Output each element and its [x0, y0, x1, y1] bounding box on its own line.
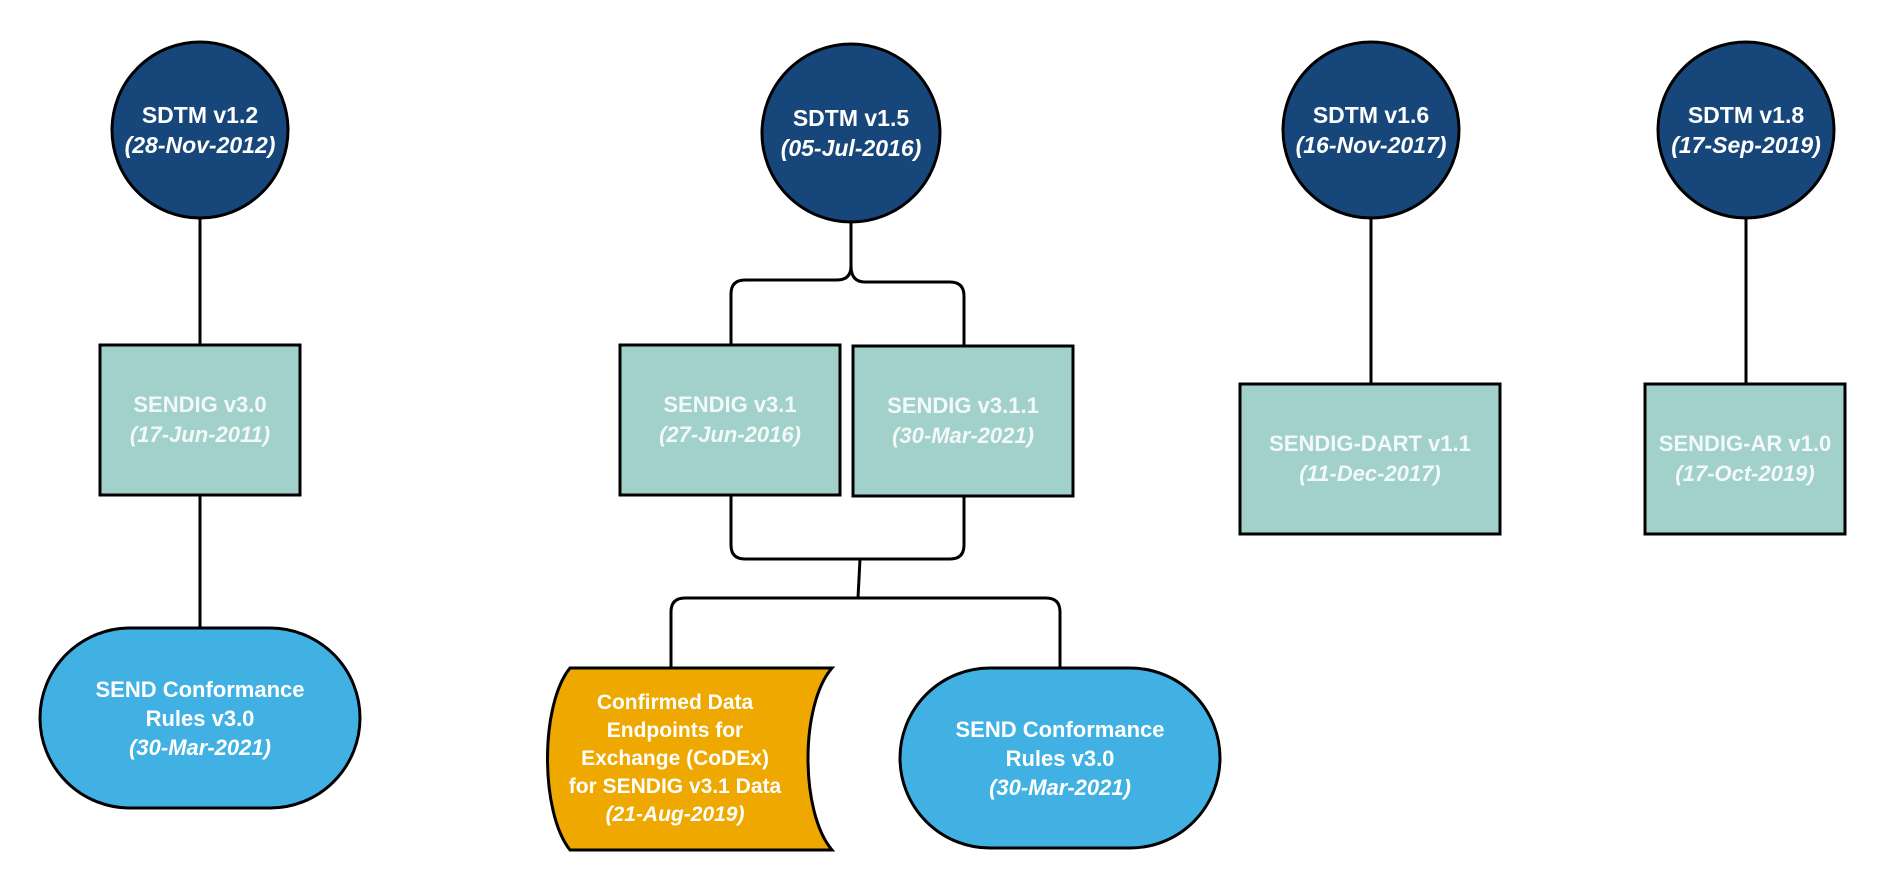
connector-join-split	[856, 558, 862, 599]
connectors	[198, 218, 1748, 668]
connector-sdtm15-sendig311	[849, 265, 966, 345]
rules-left-pill	[38, 626, 362, 810]
connector-split-outputs	[669, 596, 1062, 668]
sdtm-v1-8-circle	[1656, 40, 1836, 220]
connector-sendig-join	[729, 495, 966, 561]
sdtm-v1-5-circle	[760, 42, 942, 224]
sendig-v3-1-1-box	[851, 344, 1075, 498]
sendig-dart-box	[1238, 382, 1502, 536]
rules-mid-pill	[898, 666, 1222, 850]
sendig-ar-box	[1643, 382, 1847, 536]
sdtm-v1-6-circle	[1281, 40, 1461, 220]
sendig-v3-1-box	[618, 343, 842, 497]
codex-shape	[546, 666, 836, 852]
sendig-v3-0-box	[98, 343, 302, 497]
sdtm-v1-2-circle	[110, 40, 290, 220]
connector-sdtm15-sendig31	[729, 222, 853, 345]
